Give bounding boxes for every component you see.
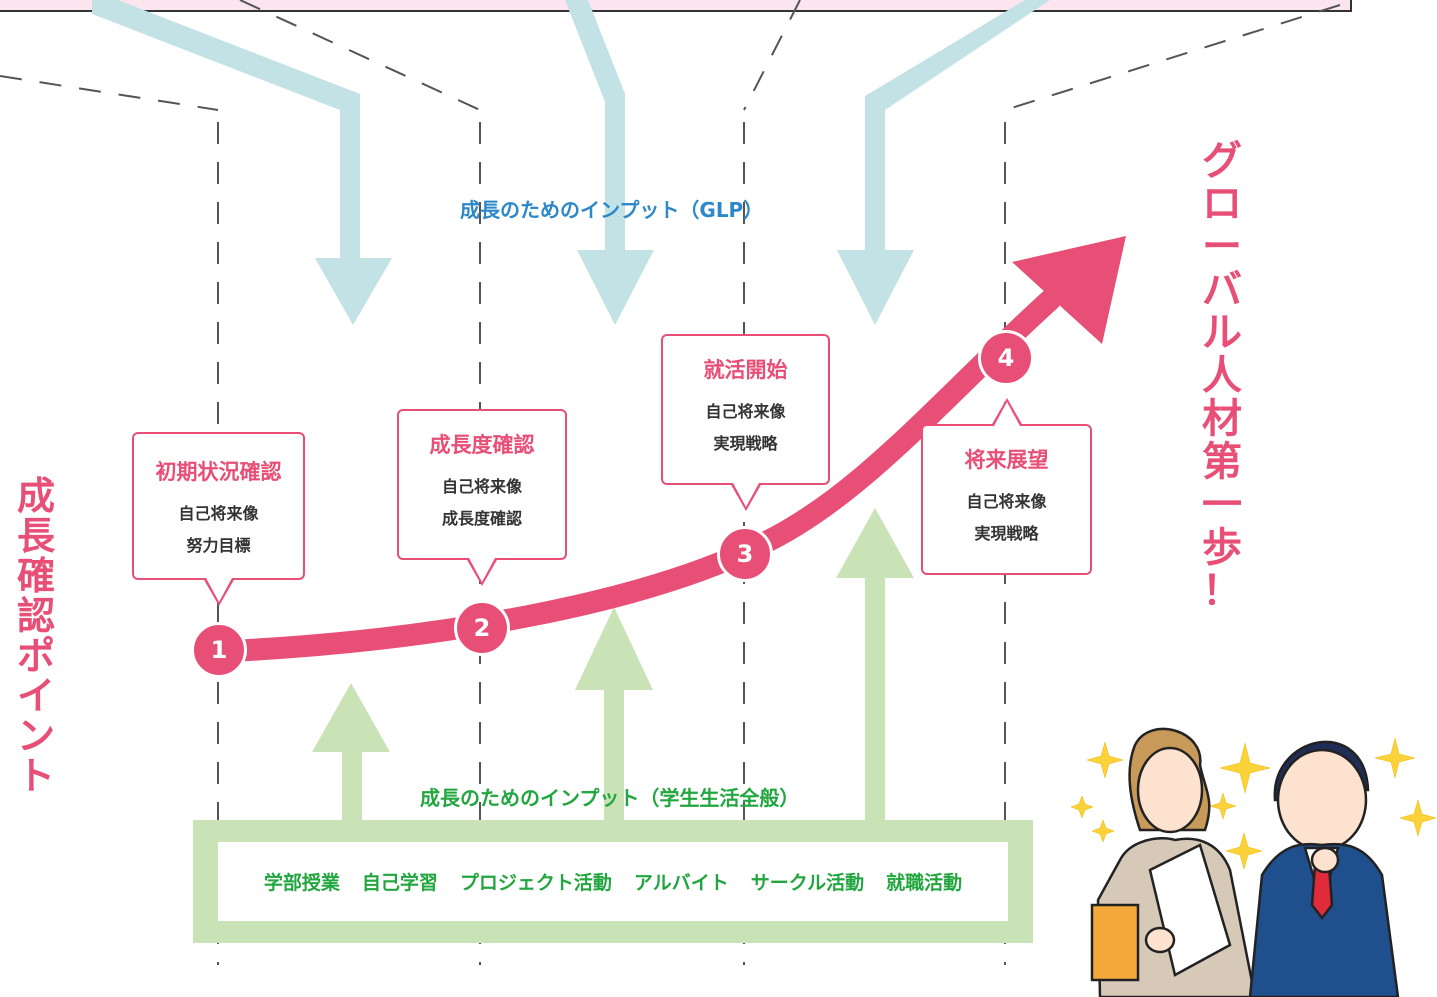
funnel-line-3 bbox=[743, 0, 801, 111]
checkpoint-marker-3: 3 bbox=[717, 526, 773, 582]
activity-item: サークル活動 bbox=[750, 872, 865, 894]
activity-item: 自己学習 bbox=[361, 872, 438, 894]
funnel-line-1 bbox=[0, 75, 219, 111]
illustration-business-people bbox=[1070, 727, 1437, 997]
checkpoint-callout-2: 成長度確認 自己将来像 成長度確認 bbox=[397, 409, 567, 586]
life-input-arrows bbox=[312, 508, 914, 823]
title-character: イ bbox=[16, 674, 55, 718]
checkpoint-title: 初期状況確認 bbox=[155, 460, 282, 484]
title-character: ン bbox=[16, 714, 55, 758]
sparkle-icons bbox=[1070, 737, 1437, 870]
title-character: 成 bbox=[16, 474, 55, 518]
title-character: 確 bbox=[16, 554, 55, 598]
student-life-activities-box: 学部授業 自己学習 プロジェクト活動 アルバイト サークル活動 就職活動 bbox=[193, 820, 1033, 943]
checkpoint-title: 就活開始 bbox=[703, 358, 788, 382]
title-character: 材 bbox=[1202, 396, 1242, 442]
glp-arrow-1 bbox=[92, 0, 392, 325]
checkpoint-detail: 自己将来像 bbox=[441, 477, 522, 496]
funnel-line-4 bbox=[1004, 4, 1341, 111]
businessman-figure bbox=[1248, 740, 1400, 997]
activity-item: 学部授業 bbox=[263, 872, 340, 894]
title-character: バ bbox=[1202, 267, 1242, 313]
glp-input-arrows bbox=[92, 0, 1050, 325]
checkpoint-marker-1: 1 bbox=[191, 622, 247, 678]
checkpoint-detail: 成長度確認 bbox=[441, 509, 522, 528]
checkpoint-title: 将来展望 bbox=[964, 448, 1049, 472]
checkpoint-detail: 努力目標 bbox=[186, 536, 251, 555]
funnel-line-2 bbox=[239, 0, 481, 111]
growth-checkpoint-title: 成長確認ポイント bbox=[14, 476, 58, 796]
title-character: 長 bbox=[16, 514, 55, 558]
checkpoint-title: 成長度確認 bbox=[429, 433, 535, 457]
activity-item: 就職活動 bbox=[886, 872, 963, 894]
businesswoman-figure bbox=[1090, 727, 1257, 997]
title-character: 第 bbox=[1202, 439, 1242, 485]
checkpoint-callout-1: 初期状況確認 自己将来像 努力目標 bbox=[132, 432, 305, 606]
checkpoint-marker-4: 4 bbox=[978, 330, 1034, 386]
glp-input-label: 成長のためのインプット（GLP） bbox=[460, 198, 764, 222]
glp-arrow-2 bbox=[565, 0, 654, 325]
title-character: ル bbox=[1202, 310, 1242, 356]
checkpoint-callout-3: 就活開始 自己将来像 実現戦略 bbox=[661, 334, 830, 511]
life-arrow-1 bbox=[312, 683, 390, 823]
title-character: ロ bbox=[1202, 181, 1242, 227]
title-character: ポ bbox=[16, 634, 55, 678]
title-character: 認 bbox=[16, 594, 55, 638]
activity-item: アルバイト bbox=[633, 872, 729, 894]
title-character: 人 bbox=[1202, 353, 1242, 399]
checkpoint-detail: 自己将来像 bbox=[705, 402, 786, 421]
checkpoint-marker-2: 2 bbox=[454, 600, 510, 656]
glp-arrow-3 bbox=[837, 0, 1050, 325]
student-life-input-label: 成長のためのインプット（学生生活全般） bbox=[420, 786, 800, 810]
title-character: 歩 bbox=[1202, 525, 1242, 571]
global-talent-first-step-title: グローバル人材第一歩！ bbox=[1200, 140, 1244, 613]
title-character: ！ bbox=[1202, 568, 1242, 614]
activities-list: 学部授業 自己学習 プロジェクト活動 アルバイト サークル活動 就職活動 bbox=[218, 842, 1008, 921]
title-character: グ bbox=[1202, 138, 1242, 184]
checkpoint-detail: 実現戦略 bbox=[713, 434, 778, 453]
life-arrow-2 bbox=[575, 607, 653, 823]
activity-item: プロジェクト活動 bbox=[459, 872, 612, 894]
title-character: ー bbox=[1202, 224, 1242, 270]
checkpoint-callout-4: 将来展望 自己将来像 実現戦略 bbox=[921, 398, 1092, 575]
title-character: 一 bbox=[1202, 482, 1242, 528]
title-character: ト bbox=[16, 754, 55, 798]
checkpoint-detail: 自己将来像 bbox=[966, 492, 1047, 511]
checkpoint-detail: 実現戦略 bbox=[974, 524, 1039, 543]
checkpoint-detail: 自己将来像 bbox=[178, 504, 259, 523]
life-arrow-3 bbox=[836, 508, 914, 823]
